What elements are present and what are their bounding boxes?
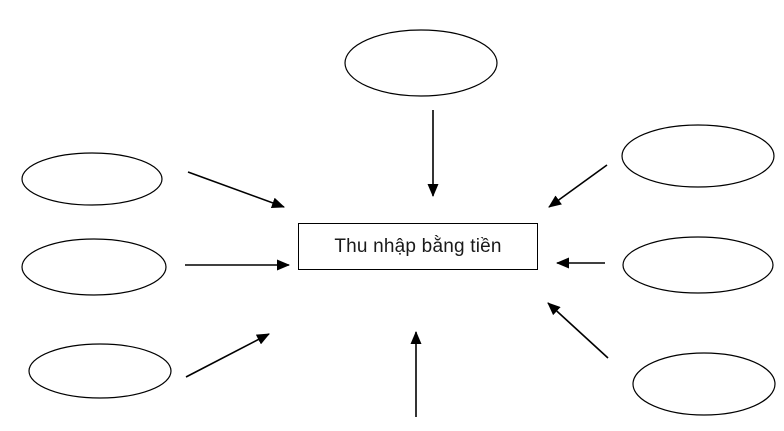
center-topic-box: Thu nhập bằng tiền <box>298 223 538 270</box>
arrow-from-left-bottom <box>185 333 270 378</box>
node-ellipse-right-top <box>621 124 775 188</box>
node-ellipse-left-top <box>21 152 163 206</box>
node-ellipse-right-bottom <box>632 352 776 416</box>
arrow-connectors-layer <box>185 110 609 417</box>
node-ellipse-left-bottom <box>28 343 172 399</box>
node-ellipse-top <box>344 29 498 97</box>
arrow-from-right-top <box>548 164 608 208</box>
node-ellipse-left-middle <box>21 238 167 296</box>
arrow-from-right-bottom <box>547 302 609 359</box>
node-ellipses-layer <box>21 29 776 416</box>
arrow-from-left-top <box>187 171 285 209</box>
node-ellipse-right-middle <box>622 236 774 294</box>
